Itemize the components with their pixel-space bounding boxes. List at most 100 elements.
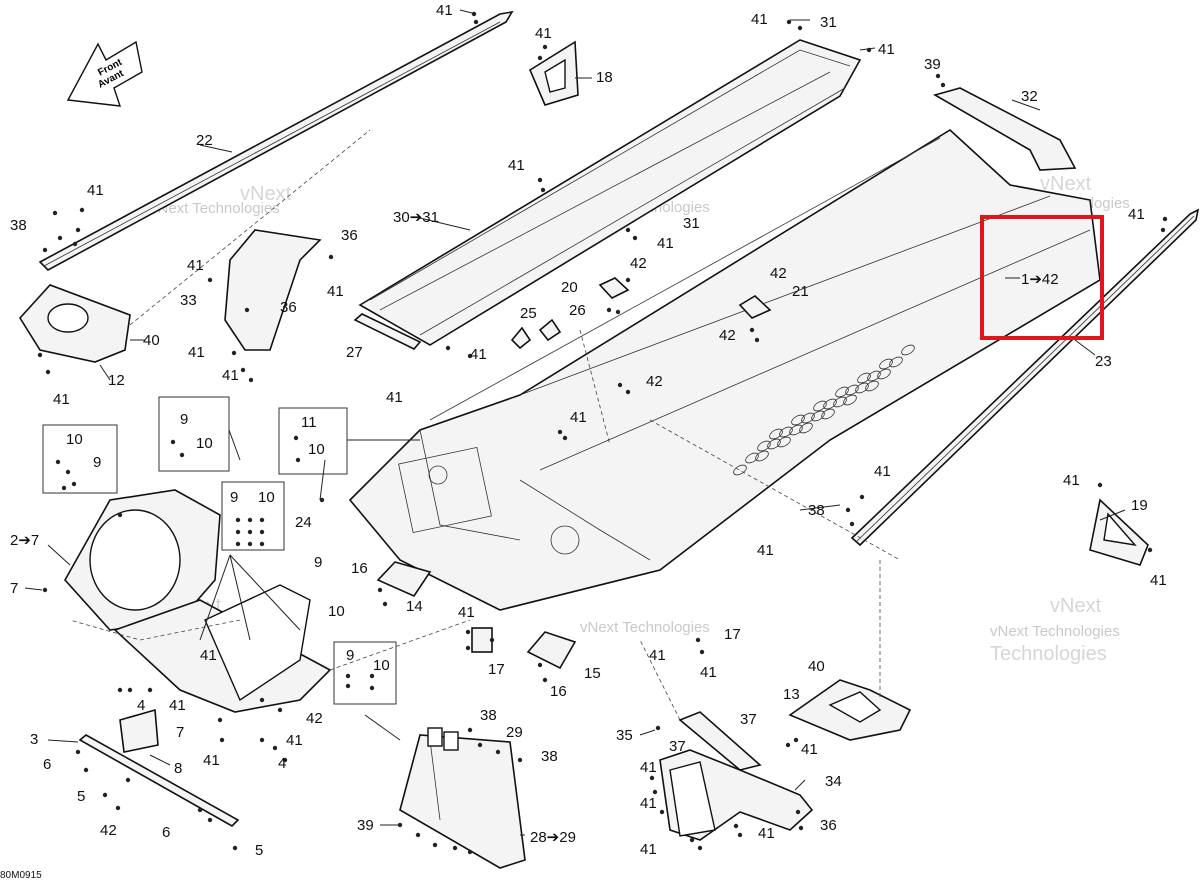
fastener-dot bbox=[562, 435, 568, 441]
bracket-17 bbox=[471, 627, 493, 653]
callout-41-n: 41 bbox=[386, 389, 403, 406]
fastener-dot bbox=[293, 435, 299, 441]
tunnel-hole bbox=[799, 422, 813, 434]
callout-4-a: 4 bbox=[137, 697, 145, 714]
bar-27 bbox=[353, 313, 422, 350]
fastener-box-11-10 bbox=[278, 407, 348, 475]
callout-7-a: 7 bbox=[10, 580, 18, 597]
guide-lines bbox=[69, 129, 901, 721]
highlight-box bbox=[980, 215, 1104, 340]
fastener-dot bbox=[55, 459, 61, 465]
callout-24: 24 bbox=[295, 514, 312, 531]
callout-13: 13 bbox=[783, 686, 800, 703]
heat-exchanger bbox=[399, 727, 526, 869]
callout-39-b: 39 bbox=[357, 817, 374, 834]
tunnel-hole bbox=[835, 386, 849, 398]
footrest-14 bbox=[376, 561, 432, 598]
fastener-dot bbox=[377, 587, 383, 593]
fastener-dot bbox=[699, 649, 705, 655]
callout-27: 27 bbox=[346, 344, 363, 361]
fastener-dot bbox=[557, 429, 563, 435]
fastener-dot bbox=[652, 789, 658, 795]
callout-9-d: 9 bbox=[314, 554, 322, 571]
fastener-dot bbox=[235, 529, 241, 535]
callout-30-31: 30➔31 bbox=[393, 209, 439, 226]
watermark-1: vNext Technologies bbox=[150, 200, 280, 217]
fastener-dot bbox=[282, 757, 288, 763]
fastener-dot bbox=[197, 807, 203, 813]
callout-40-a: 40 bbox=[143, 332, 160, 349]
bracket-33 bbox=[224, 229, 322, 351]
fastener-dot bbox=[542, 44, 548, 50]
fastener-dot bbox=[695, 637, 701, 643]
fastener-dot bbox=[467, 727, 473, 733]
callout-33: 33 bbox=[180, 292, 197, 309]
callout-41-w: 41 bbox=[286, 732, 303, 749]
fastener-dot bbox=[940, 82, 946, 88]
tunnel-hole bbox=[833, 396, 847, 408]
fastener-dot bbox=[207, 277, 213, 283]
callout-41-top: 41 bbox=[751, 11, 768, 28]
watermark-5: vNext Technologies bbox=[580, 619, 710, 636]
callout-41-t: 41 bbox=[649, 647, 666, 664]
fastener-dot bbox=[473, 19, 479, 25]
callout-38-c: 38 bbox=[480, 707, 497, 724]
fastener-dot bbox=[232, 845, 238, 851]
fastener-dot bbox=[540, 187, 546, 193]
callout-12: 12 bbox=[108, 372, 125, 389]
callout-41-s: 41 bbox=[458, 604, 475, 621]
fastener-dot bbox=[655, 725, 661, 731]
callout-38-d: 38 bbox=[541, 748, 558, 765]
fastener-dot bbox=[369, 685, 375, 691]
callout-16-a: 16 bbox=[351, 560, 368, 577]
fastener-dot bbox=[259, 529, 265, 535]
footrest-15 bbox=[526, 631, 577, 670]
tunnel-hole bbox=[755, 450, 769, 462]
callout-21: 21 bbox=[792, 283, 809, 300]
fastener-dot bbox=[465, 629, 471, 635]
callout-5-b: 5 bbox=[255, 842, 263, 859]
callout-38-b: 38 bbox=[808, 502, 825, 519]
fastener-dot bbox=[259, 697, 265, 703]
fastener-dot bbox=[42, 247, 48, 253]
fastener-dot bbox=[445, 345, 451, 351]
fastener-dot bbox=[79, 207, 85, 213]
fastener-dot bbox=[849, 521, 855, 527]
fastener-dot bbox=[127, 687, 133, 693]
callout-41-j: 41 bbox=[470, 346, 487, 363]
callout-26: 26 bbox=[569, 302, 586, 319]
fastener-dot bbox=[786, 19, 792, 25]
fastener-dot bbox=[295, 457, 301, 463]
callout-20: 20 bbox=[561, 279, 578, 296]
callout-36-b: 36 bbox=[280, 299, 297, 316]
callout-9-c: 9 bbox=[230, 489, 238, 506]
callout-37-a: 37 bbox=[740, 711, 757, 728]
fastener-dot bbox=[489, 637, 495, 643]
fastener-dot bbox=[244, 307, 250, 313]
fastener-dot bbox=[117, 512, 123, 518]
callout-40-b: 40 bbox=[808, 658, 825, 675]
watermark-6: vNext Technologies bbox=[990, 623, 1120, 640]
tunnel-hole bbox=[769, 428, 783, 440]
fastener-dot bbox=[537, 55, 543, 61]
tunnel-hole bbox=[901, 344, 915, 356]
callout-32: 32 bbox=[1021, 88, 1038, 105]
fastener-dot bbox=[495, 749, 501, 755]
callout-10-d: 10 bbox=[258, 489, 275, 506]
fastener-dot bbox=[737, 832, 743, 838]
fastener-dot bbox=[235, 541, 241, 547]
fastener-dot bbox=[1147, 547, 1153, 553]
tunnel-hole bbox=[821, 408, 835, 420]
callout-6-b: 6 bbox=[162, 824, 170, 841]
fastener-dot bbox=[382, 601, 388, 607]
callout-4-b: 4 bbox=[278, 755, 286, 772]
main-tunnel bbox=[348, 129, 1101, 611]
fasteners bbox=[37, 11, 1168, 855]
fastener-dot bbox=[625, 389, 631, 395]
callout-41-h: 41 bbox=[327, 283, 344, 300]
fastener-dot bbox=[259, 517, 265, 523]
callout-41-q: 41 bbox=[1063, 472, 1080, 489]
callout-2-7: 2➔7 bbox=[10, 532, 39, 549]
callout-31-a: 31 bbox=[820, 14, 837, 31]
fastener-dot bbox=[75, 227, 81, 233]
